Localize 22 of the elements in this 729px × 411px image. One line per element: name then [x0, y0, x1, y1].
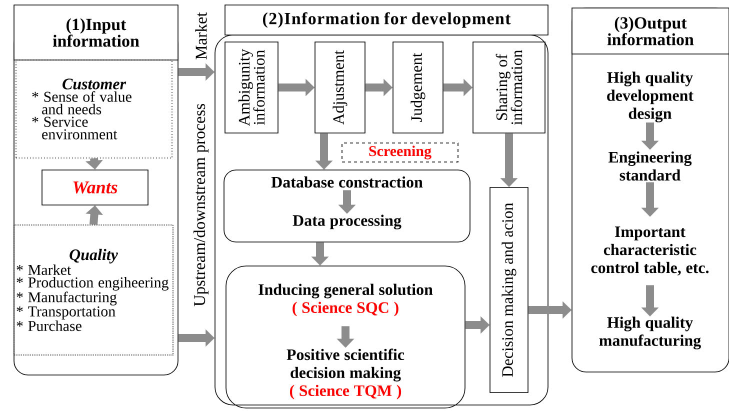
quality-box: Quality * Market * Production engiheering * Manufacturing * Transportation * Purchase	[14, 224, 174, 356]
process-label: Positive scientific decision making ( Science TQM )	[286, 348, 404, 400]
process-label: Inducing general solution ( Science SQC )	[258, 284, 433, 316]
edge-label: Upstream/downstream process	[194, 104, 208, 306]
edge-label: Market	[195, 12, 207, 60]
rounded-box	[224, 170, 470, 242]
customer-box: Customer * Sense of value and needs * Service environment	[16, 60, 172, 158]
process-label: Data processing	[292, 214, 402, 230]
process-box: Ambigunity information	[224, 42, 278, 134]
wants-box: Wants	[42, 170, 148, 206]
process-box: Sharing of information	[472, 42, 546, 134]
screening-box: Screening	[342, 142, 458, 162]
process-box: Judgement	[392, 42, 444, 134]
rounded-box	[226, 266, 466, 408]
output-label: High quality manufacturing	[599, 316, 701, 350]
process-box: Adjustment	[314, 42, 366, 134]
decision-box: Decision making and acion	[490, 187, 528, 393]
output-label: High quality development design	[607, 72, 694, 122]
process-label: Database constraction	[271, 176, 423, 188]
output-label: Engineering standard	[608, 151, 692, 181]
node-label: (2)Information for development	[263, 12, 511, 28]
output-label: Important characteristic control table, etc.	[591, 226, 709, 276]
